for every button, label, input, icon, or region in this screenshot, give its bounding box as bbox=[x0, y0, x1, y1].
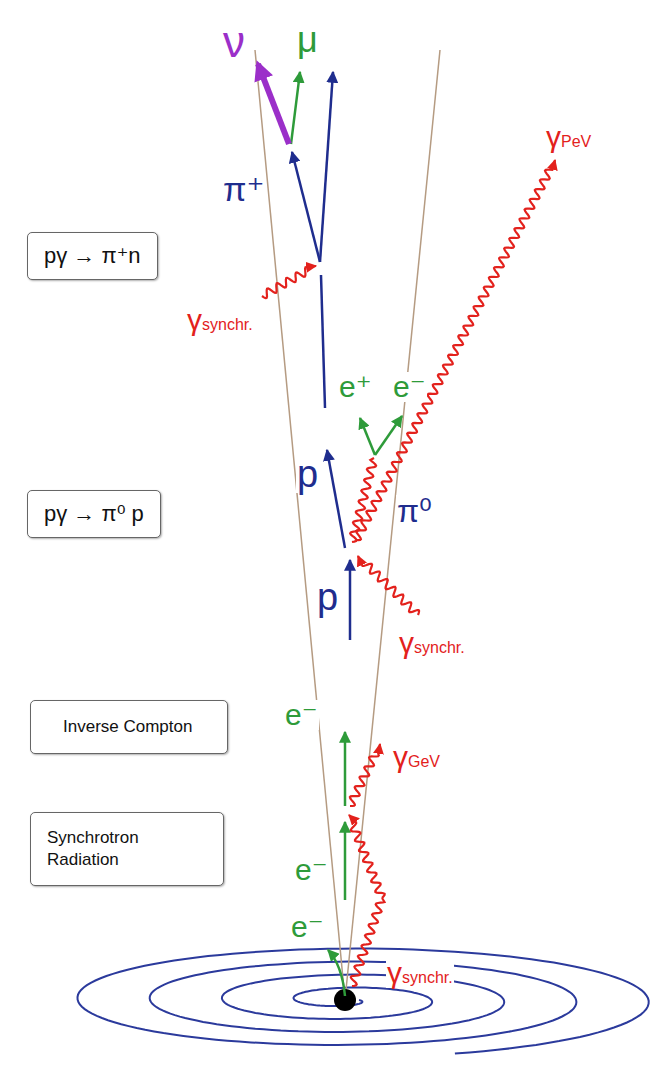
proton-tracks bbox=[292, 72, 350, 640]
box-text: Synchrotron Radiation bbox=[47, 827, 207, 871]
proton-arrow bbox=[327, 450, 345, 548]
particle-label: γsynchr. bbox=[186, 305, 254, 335]
jet-cone-line bbox=[345, 50, 440, 1000]
particle-label: γsynchr. bbox=[386, 958, 454, 988]
particle-label: e⁻ bbox=[290, 912, 325, 942]
particle-label: μ bbox=[296, 22, 319, 58]
photon-wave bbox=[358, 556, 419, 615]
neutrino-arrow bbox=[258, 64, 289, 144]
electron-arrow bbox=[375, 416, 402, 455]
process-box: pγ → π⁰ p bbox=[27, 490, 161, 538]
electron-arrow bbox=[344, 822, 347, 900]
particle-label: π⁺ bbox=[222, 172, 265, 206]
particle-label: p bbox=[296, 455, 319, 493]
photon-lines bbox=[262, 160, 555, 986]
photon-wave bbox=[350, 744, 380, 806]
proton-track bbox=[321, 275, 325, 408]
box-text: pγ → π⁰ p bbox=[44, 501, 144, 527]
jet-cone-line bbox=[255, 50, 345, 1000]
particle-label: e⁻ bbox=[392, 372, 427, 402]
particle-label: γsynchr. bbox=[398, 628, 466, 658]
particle-label: γPeV bbox=[545, 122, 592, 152]
particle-label: e⁺ bbox=[338, 372, 373, 402]
photon-wave bbox=[262, 266, 316, 298]
photon-wave bbox=[356, 160, 555, 540]
process-box: pγ → π⁺n bbox=[27, 232, 158, 280]
particle-label: ν bbox=[222, 20, 246, 64]
particle-label: π⁰ bbox=[396, 495, 433, 527]
particle-label: e⁻ bbox=[284, 700, 319, 730]
proton-arrow bbox=[349, 560, 352, 640]
neutron-arrow bbox=[320, 72, 333, 262]
box-text: pγ → π⁺n bbox=[44, 243, 141, 269]
particle-label: e⁻ bbox=[294, 855, 329, 885]
photon-wave bbox=[351, 898, 385, 986]
process-box: Inverse Compton bbox=[30, 700, 228, 754]
muon-arrow bbox=[291, 72, 300, 144]
electron-arrow bbox=[328, 950, 345, 996]
pion-arrow bbox=[292, 152, 320, 262]
particle-label: p bbox=[316, 578, 339, 616]
process-box: Synchrotron Radiation bbox=[30, 812, 224, 886]
lepton-tracks bbox=[291, 72, 402, 996]
electron-arrow bbox=[344, 732, 347, 806]
positron-arrow bbox=[360, 418, 375, 455]
particle-label: γGeV bbox=[392, 742, 441, 772]
photon-wave bbox=[349, 815, 385, 898]
box-text: Inverse Compton bbox=[63, 717, 195, 737]
